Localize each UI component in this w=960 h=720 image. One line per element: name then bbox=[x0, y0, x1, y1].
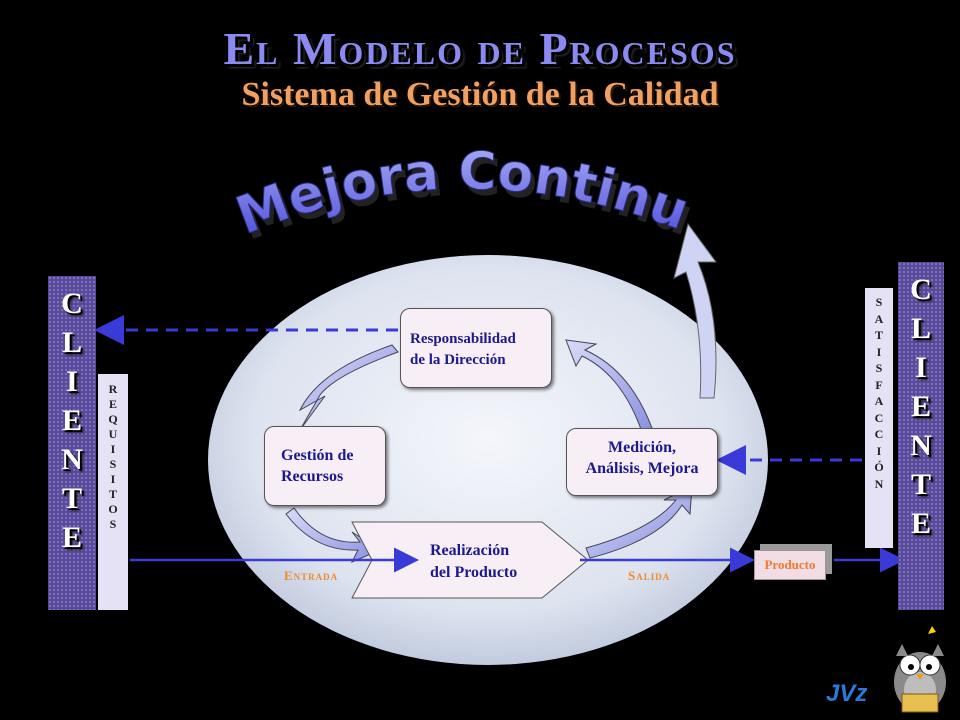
medicion-box: Medición, Análisis, Mejora bbox=[566, 428, 718, 496]
producto-box: Producto bbox=[754, 550, 826, 580]
curved-arrow-bottom-left bbox=[285, 507, 382, 563]
signature: JVz bbox=[826, 680, 868, 707]
page-title: El Modelo de Procesos bbox=[223, 23, 737, 74]
responsabilidad-box: Responsabilidad de la Dirección bbox=[400, 308, 552, 388]
gestion-recursos-box: Gestión de Recursos bbox=[264, 426, 386, 506]
process-ellipse bbox=[208, 255, 768, 665]
curved-arrow-top-right bbox=[565, 339, 653, 433]
mejora-up-arrow bbox=[673, 222, 717, 399]
owl-mascot-icon bbox=[894, 626, 946, 713]
right-client-strip bbox=[898, 262, 944, 610]
curved-arrow-top-left bbox=[298, 344, 399, 431]
mejora-continua-banner: Mejora Continua Mejora Continua bbox=[230, 150, 690, 250]
satisfaccion-strip: S A T I S F A C C I Ó N bbox=[865, 288, 893, 548]
right-client-label: C L I E N T E bbox=[910, 273, 932, 540]
entrada-label: Entrada bbox=[284, 568, 339, 583]
left-client-strip bbox=[48, 276, 96, 610]
requisitos-strip: R E Q U I S I T O S bbox=[98, 374, 128, 610]
left-client-label: C L I E N T E bbox=[61, 287, 83, 554]
realizacion-label: Realización del Producto bbox=[430, 542, 518, 581]
curved-arrow-bottom-right bbox=[585, 485, 693, 559]
page-subtitle: Sistema de Gestión de la Calidad bbox=[241, 76, 719, 113]
salida-label: Salida bbox=[628, 568, 671, 583]
